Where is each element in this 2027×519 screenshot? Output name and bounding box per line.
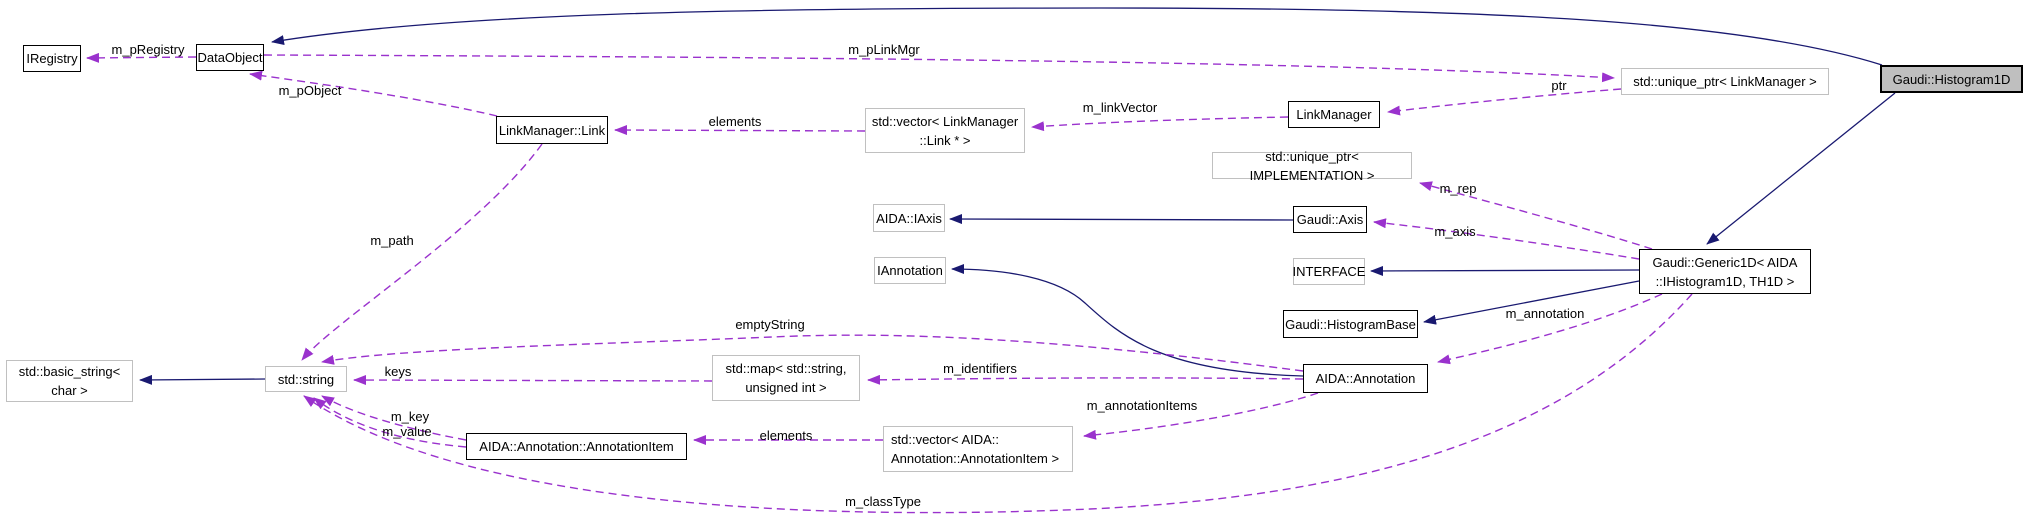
edge-dataobject-iregistry [86,52,197,63]
node-uniqueptr-linkmanager: std::unique_ptr< LinkManager > [1621,68,1829,95]
edge-annotation-map-identifiers [867,374,1304,385]
node-gaudi-histogrambase[interactable]: Gaudi::HistogramBase [1283,310,1418,338]
node-gaudi-generic1d[interactable]: Gaudi::Generic1D< AIDA ::IHistogram1D, T… [1639,249,1811,294]
node-gaudi-histogram1d: Gaudi::Histogram1D [1880,65,2023,93]
node-vector-linkmanager-link: std::vector< LinkManager ::Link * > [865,108,1025,153]
edge-label-m-classtype: m_classType [845,494,921,509]
edge-label-emptystring: emptyString [735,317,805,332]
node-linkmanager[interactable]: LinkManager [1288,101,1380,128]
edge-label-m-rep: m_rep [1439,181,1477,196]
edge-histogram1d-dataobject [271,7,1883,66]
edge-label-m-path: m_path [370,233,414,248]
edge-link-string-mpath [301,143,543,361]
node-iannotation: IAnnotation [874,257,946,284]
edge-label-m-pobject: m_pObject [278,83,342,98]
edge-label-m-identifiers: m_identifiers [943,361,1017,376]
edge-annotation-iannotation [951,264,1304,377]
edge-annotation-vectorann-items [1083,392,1319,440]
edge-label-m-value: m_value [382,424,432,439]
node-gaudi-axis[interactable]: Gaudi::Axis [1293,206,1367,233]
edge-generic1d-annotation [1437,293,1663,365]
edge-map-string-keys [353,375,713,386]
node-vector-annotationitem: std::vector< AIDA:: Annotation::Annotati… [883,426,1073,472]
edge-uniqueptrlm-linkmanager [1387,88,1622,116]
edge-linkmanager-vectorlink [1031,116,1289,132]
edge-annotationitem-string-mvalue [313,397,467,448]
edge-label-m-annotation: m_annotation [1505,306,1585,321]
node-iregistry[interactable]: IRegistry [23,45,81,72]
edge-label-m-pregistry: m_pRegistry [111,42,185,57]
edge-label-elements-top: elements [708,114,762,129]
node-uniqueptr-implementation: std::unique_ptr< IMPLEMENTATION > [1212,149,1412,183]
edge-label-m-linkvector: m_linkVector [1082,100,1158,115]
node-interface: INTERFACE [1293,258,1365,285]
node-dataobject[interactable]: DataObject [196,44,264,71]
edge-axis-iaxis [949,214,1294,225]
edge-label-m-key: m_key [390,409,430,424]
edge-label-ptr: ptr [1551,78,1567,93]
edge-dataobject-uniqueptrlm [263,54,1615,83]
node-std-string: std::string [265,366,347,392]
edge-generic1d-axis-maxis [1373,218,1640,260]
edge-link-dataobject [249,70,498,117]
edge-annotation-string-emptystring [321,334,1304,372]
edge-vectorlink-link [614,125,866,136]
edge-histogram1d-generic1d [1706,92,1896,245]
node-annotationitem[interactable]: AIDA::Annotation::AnnotationItem [466,433,687,460]
edge-label-m-axis: m_axis [1434,224,1476,239]
edge-string-basicstring [139,374,266,385]
node-linkmanager-link[interactable]: LinkManager::Link [496,116,608,144]
edge-label-m-plinkmgr: m_pLinkMgr [848,42,920,57]
node-aida-iaxis: AIDA::IAxis [873,204,945,232]
edge-label-elements-bottom: elements [759,428,813,443]
edge-label-m-annotationitems: m_annotationItems [1086,398,1198,413]
edge-generic1d-uniqueptrimpl-mrep [1419,181,1653,250]
edge-label-keys: keys [384,364,412,379]
edge-generic1d-histogrambase [1423,280,1640,325]
edge-generic1d-interface [1370,265,1640,276]
node-basic-string: std::basic_string< char > [6,360,133,402]
node-std-map: std::map< std::string, unsigned int > [712,355,860,401]
edge-generic1d-string-classtype [303,293,1693,514]
node-aida-annotation[interactable]: AIDA::Annotation [1303,364,1428,393]
